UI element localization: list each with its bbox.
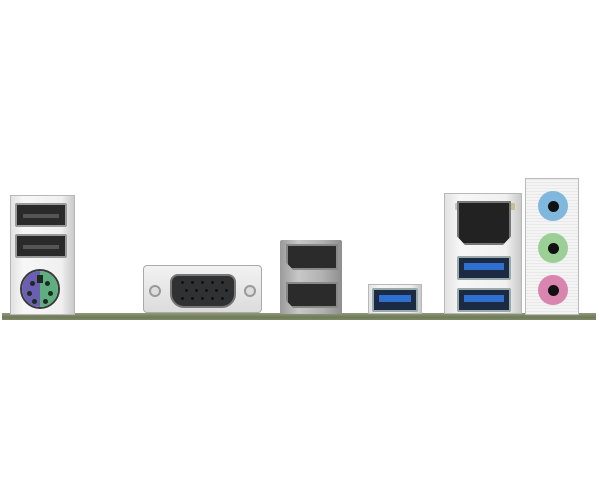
usb-ps2-stack — [10, 195, 75, 315]
audio-line-in-jack[interactable] — [538, 191, 568, 221]
vga-port[interactable] — [170, 274, 236, 308]
pcb-edge — [2, 313, 596, 320]
usb3-port-3[interactable] — [457, 288, 511, 312]
screw-icon — [149, 285, 161, 297]
usb3-single-housing — [368, 284, 422, 314]
displayport-1[interactable] — [286, 244, 338, 270]
usb3-port-1[interactable] — [372, 288, 418, 312]
usb2-port-2[interactable] — [15, 234, 67, 258]
audio-mic-in-jack[interactable] — [538, 275, 568, 305]
lan-usb-stack — [444, 193, 522, 314]
rj45-lan-port[interactable] — [457, 201, 511, 245]
usb3-port-2[interactable] — [457, 256, 511, 280]
audio-line-out-jack[interactable] — [538, 233, 568, 263]
displayport-2[interactable] — [286, 282, 338, 308]
vga-port-plate — [143, 265, 262, 313]
displayport-stack — [280, 240, 342, 314]
ps2-port[interactable] — [20, 269, 60, 309]
audio-plate — [525, 178, 579, 315]
usb2-port-1[interactable] — [15, 203, 67, 227]
screw-icon — [244, 285, 256, 297]
